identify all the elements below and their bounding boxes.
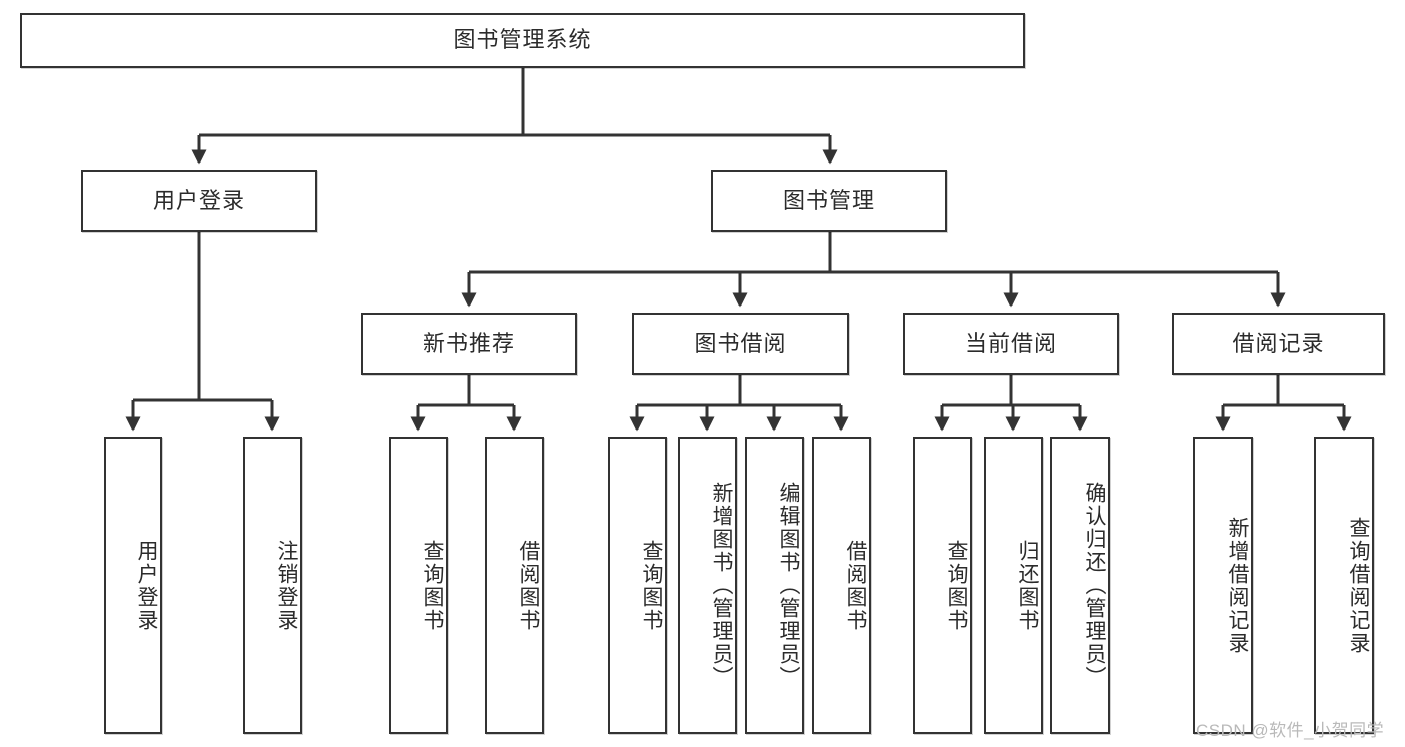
leaf-user-logout[interactable]: 注销登录 [243, 437, 302, 734]
node-current-borrow[interactable]: 当前借阅 [903, 313, 1119, 375]
leaf-user-login[interactable]: 用户登录 [104, 437, 162, 734]
node-borrow-record[interactable]: 借阅记录 [1172, 313, 1385, 375]
node-user-login[interactable]: 用户登录 [81, 170, 317, 232]
leaf-borrow-book[interactable]: 借阅图书 [812, 437, 871, 734]
node-root-system[interactable]: 图书管理系统 [20, 13, 1025, 68]
leaf-query-borrow-record[interactable]: 查询借阅记录 [1314, 437, 1374, 734]
leaf-query-book-recommend[interactable]: 查询图书 [389, 437, 448, 734]
leaf-query-book-current[interactable]: 查询图书 [913, 437, 972, 734]
node-book-management[interactable]: 图书管理 [711, 170, 947, 232]
leaf-return-book[interactable]: 归还图书 [984, 437, 1043, 734]
csdn-watermark: CSDN @软件_小贺同学 [1196, 721, 1385, 740]
leaf-add-book-admin[interactable]: 新增图书（管理员） [678, 437, 737, 734]
leaf-add-borrow-record[interactable]: 新增借阅记录 [1193, 437, 1253, 734]
leaf-edit-book-admin[interactable]: 编辑图书（管理员） [745, 437, 804, 734]
leaf-confirm-return-admin[interactable]: 确认归还（管理员） [1050, 437, 1110, 734]
leaf-query-book-borrow[interactable]: 查询图书 [608, 437, 667, 734]
leaf-borrow-book-recommend[interactable]: 借阅图书 [485, 437, 544, 734]
node-new-book-recommend[interactable]: 新书推荐 [361, 313, 577, 375]
node-book-borrow[interactable]: 图书借阅 [632, 313, 849, 375]
